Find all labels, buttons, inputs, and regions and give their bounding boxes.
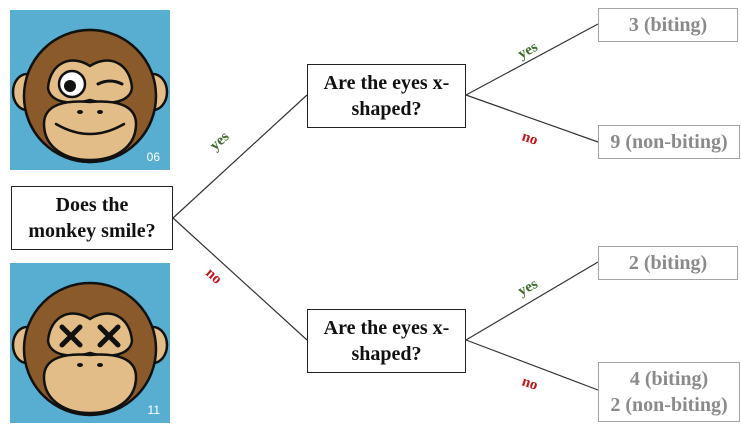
x-eyes-monkey-face-icon [11, 281, 169, 417]
top-question-node: Are the eyes x- shaped? [307, 64, 466, 128]
image-badge: 06 [146, 150, 160, 164]
root-question-line-2: monkey smile? [28, 220, 156, 242]
bottom-question-line-2: shaped? [351, 343, 422, 365]
leaf-bottom-no-line-2: 2 (non-biting) [610, 394, 728, 416]
leaf-top-no-text: 9 (non-biting) [610, 131, 728, 153]
root-question-line-1: Does the [55, 194, 129, 216]
bottom-question-node: Are the eyes x- shaped? [307, 309, 466, 373]
leaf-bottom-no: 4 (biting) 2 (non-biting) [598, 362, 740, 422]
edge-bottom-yes [465, 261, 599, 341]
leaf-bottom-yes: 2 (biting) [598, 246, 738, 280]
edge-bottom-no [465, 339, 599, 391]
leaf-bottom-yes-text: 2 (biting) [628, 252, 708, 274]
edge-label-bottom-yes: yes [515, 276, 540, 300]
edge-label-top-yes: yes [515, 39, 540, 63]
edge-root-to-top [172, 94, 308, 219]
edge-label-smile-no: no [202, 265, 224, 287]
top-question-line-1: Are the eyes x- [323, 72, 450, 94]
leaf-top-no: 9 (non-biting) [598, 125, 740, 159]
bottom-question-line-1: Are the eyes x- [323, 317, 450, 339]
edge-top-no [465, 94, 599, 143]
edge-top-yes [465, 23, 599, 96]
leaf-top-yes: 3 (biting) [598, 8, 738, 42]
image-badge: 11 [147, 403, 160, 417]
root-question-node: Does the monkey smile? [11, 186, 173, 250]
x-eyes-monkey-image: 11 [10, 263, 170, 423]
edge-label-smile-yes: yes [207, 129, 233, 154]
edge-root-to-bottom [172, 217, 308, 341]
top-question-line-2: shaped? [351, 98, 422, 120]
leaf-top-yes-text: 3 (biting) [628, 14, 708, 36]
leaf-bottom-no-line-1: 4 (biting) [629, 368, 709, 390]
edge-label-top-no: no [520, 129, 540, 149]
edge-label-bottom-no: no [520, 374, 540, 394]
smiling-monkey-image: 06 [10, 10, 170, 170]
winking-monkey-face-icon [11, 28, 169, 164]
